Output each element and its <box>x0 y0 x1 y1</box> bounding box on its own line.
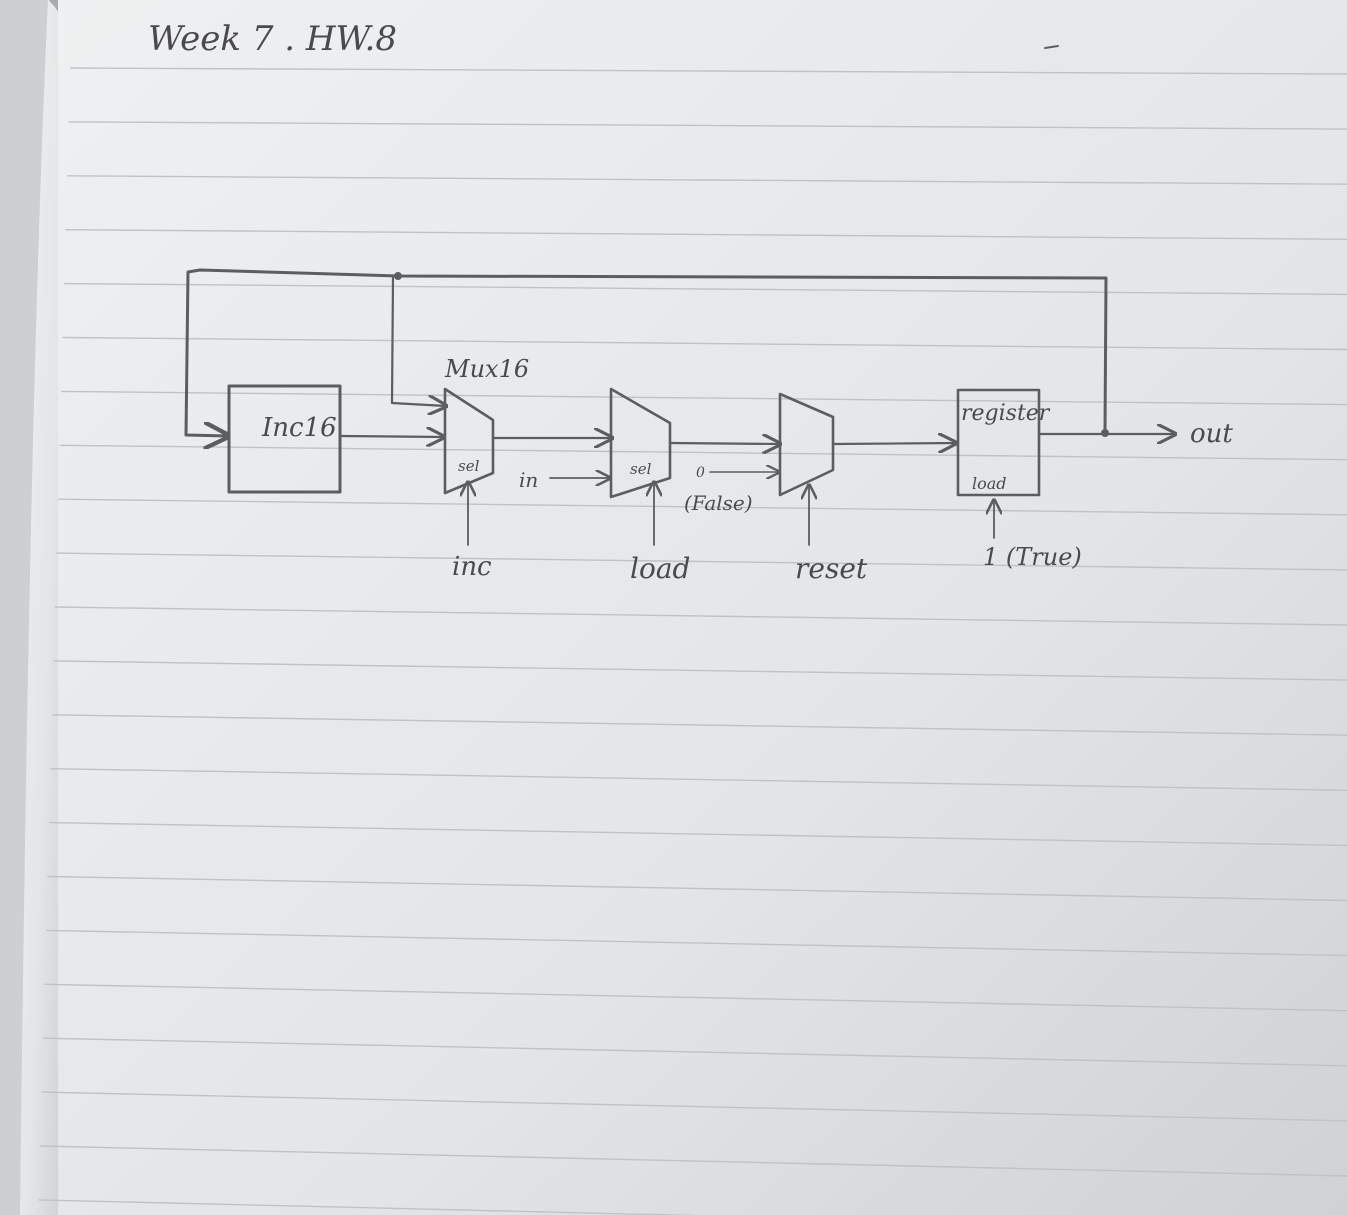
mux16-3 <box>778 392 835 497</box>
ruled-line <box>69 67 1347 75</box>
ruled-line <box>63 282 1347 296</box>
ruled-line <box>45 929 1347 957</box>
inc-label: inc <box>452 552 492 582</box>
ruled-line <box>57 498 1347 516</box>
out-label: out <box>1190 419 1233 449</box>
ruled-line <box>60 390 1347 406</box>
mux2-sel-label: sel <box>630 460 652 478</box>
ruled-line <box>44 983 1347 1012</box>
ruled-lines <box>38 67 1347 1215</box>
pencil-mark <box>1044 45 1059 49</box>
ruled-line <box>48 821 1347 847</box>
ruled-line <box>59 444 1347 461</box>
feedback-wires <box>184 268 1108 436</box>
junction-dot <box>1101 429 1109 437</box>
wire-mux2-to-mux3 <box>668 443 780 444</box>
mux16-1: Mux16 sel <box>443 355 529 495</box>
wire-mux3-to-register <box>832 443 956 444</box>
ruled-line <box>50 768 1347 791</box>
const-zero-label: 0 <box>696 465 705 481</box>
page-spine <box>20 0 62 1215</box>
ruled-line <box>65 229 1347 240</box>
ruled-line <box>68 121 1347 130</box>
in-label: in <box>519 468 538 492</box>
page-title: Week 7 . HW.8 <box>148 19 397 59</box>
ruled-line <box>54 606 1347 626</box>
ruled-line <box>66 175 1347 185</box>
ruled-line <box>51 714 1347 736</box>
ruled-line <box>56 552 1347 571</box>
ruled-line <box>62 336 1347 351</box>
inc16-label: Inc16 <box>261 413 337 443</box>
mux16-2: sel <box>609 387 672 499</box>
true-label: 1 (True) <box>983 543 1082 571</box>
ruled-line <box>53 660 1347 681</box>
previous-page-edge <box>0 0 50 1215</box>
register-label: register <box>961 401 1051 426</box>
mux1-sel-label: sel <box>458 457 480 475</box>
register-load-label: load <box>972 474 1007 493</box>
paper <box>58 0 1347 1215</box>
load-label: load <box>630 552 690 585</box>
inc16-block: Inc16 <box>227 384 342 494</box>
ruled-line <box>41 1091 1347 1122</box>
ruled-line <box>42 1037 1347 1067</box>
false-label: (False) <box>684 491 753 515</box>
ruled-line <box>39 1145 1347 1177</box>
reset-label: reset <box>795 552 868 585</box>
wire-inc16-to-mux1 <box>338 436 444 437</box>
ruled-line <box>38 1199 702 1215</box>
mux16-label: Mux16 <box>444 355 529 383</box>
register-block: register load <box>956 388 1051 497</box>
ruled-line <box>47 875 1347 902</box>
